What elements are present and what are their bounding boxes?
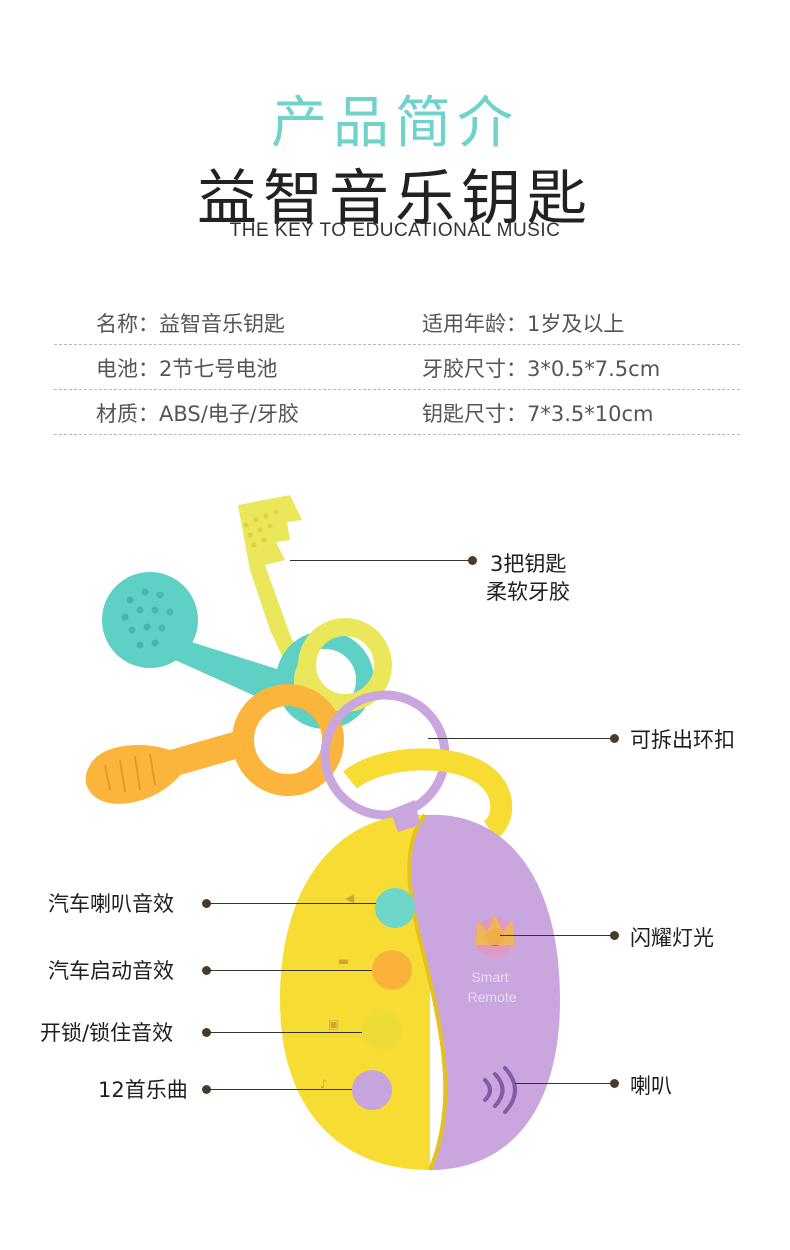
device-label-line2: Remote — [467, 989, 516, 1005]
callout-lock-sound: 开锁/锁住音效 — [40, 1021, 174, 1045]
callout-ring: 可拆出环扣 — [630, 728, 735, 752]
product-image: ◀ ▬ ▣ ♪ Smart Remote — [80, 480, 760, 1180]
lock-icon: ▣ — [328, 1017, 339, 1031]
callout-songs: 12首乐曲 — [98, 1078, 188, 1102]
speaker-dot — [610, 1079, 619, 1088]
callout-start-sound: 汽车启动音效 — [48, 959, 174, 983]
lock-leader-line — [206, 1032, 362, 1033]
spec-row: 名称：益智音乐钥匙 适用年龄：1岁及以上 — [54, 300, 740, 345]
keys-leader-line — [290, 560, 470, 561]
section-title: 产品简介 — [271, 91, 519, 156]
callout-light: 闪耀灯光 — [630, 926, 714, 950]
lock-button[interactable] — [362, 1010, 402, 1050]
product-name-title: 益智音乐钥匙 — [197, 164, 593, 234]
ring-dot — [610, 734, 619, 743]
callout-horn-sound: 汽车喇叭音效 — [48, 892, 174, 916]
keys-dot — [468, 556, 477, 565]
spec-row: 材质：ABS/电子/牙胶 钥匙尺寸：7*3.5*10cm — [54, 390, 740, 435]
horn-button[interactable] — [375, 888, 415, 928]
horn-icon: ◀ — [345, 891, 355, 905]
start-leader-line — [206, 970, 372, 971]
callout-keys-line2: 柔软牙胶 — [486, 580, 570, 604]
music-note-icon: ♪ — [320, 1077, 328, 1091]
spec-teether-size: 牙胶尺寸：3*0.5*7.5cm — [422, 357, 661, 381]
device-label-line1: Smart — [471, 969, 508, 985]
speaker-waves-icon — [483, 1066, 517, 1114]
crown-icon — [475, 915, 515, 957]
english-subtitle: THE KEY TO EDUCATIONAL MUSIC — [229, 220, 561, 241]
car-icon: ▬ — [338, 954, 349, 968]
ring-leader-line — [428, 738, 612, 739]
spec-age: 适用年龄：1岁及以上 — [422, 312, 625, 336]
spec-battery: 电池：2节七号电池 — [96, 357, 278, 381]
spec-row: 电池：2节七号电池 牙胶尺寸：3*0.5*7.5cm — [54, 345, 740, 390]
spec-material: 材质：ABS/电子/牙胶 — [96, 402, 299, 426]
horn-leader-line — [206, 903, 376, 904]
start-button[interactable] — [372, 950, 412, 990]
light-dot — [610, 931, 619, 940]
light-leader-line — [500, 935, 612, 936]
callout-keys-line1: 3把钥匙 — [490, 552, 567, 576]
songs-leader-line — [206, 1089, 352, 1090]
spec-key-size: 钥匙尺寸：7*3.5*10cm — [422, 402, 654, 426]
speaker-leader-line — [515, 1083, 612, 1084]
teal-key — [102, 572, 295, 705]
callout-speaker: 喇叭 — [630, 1074, 672, 1098]
music-button[interactable] — [352, 1070, 392, 1110]
remote-body: ◀ ▬ ▣ ♪ Smart Remote — [280, 748, 560, 1171]
green-key — [238, 495, 320, 690]
spec-name: 名称：益智音乐钥匙 — [96, 312, 285, 336]
orange-key — [85, 684, 344, 804]
